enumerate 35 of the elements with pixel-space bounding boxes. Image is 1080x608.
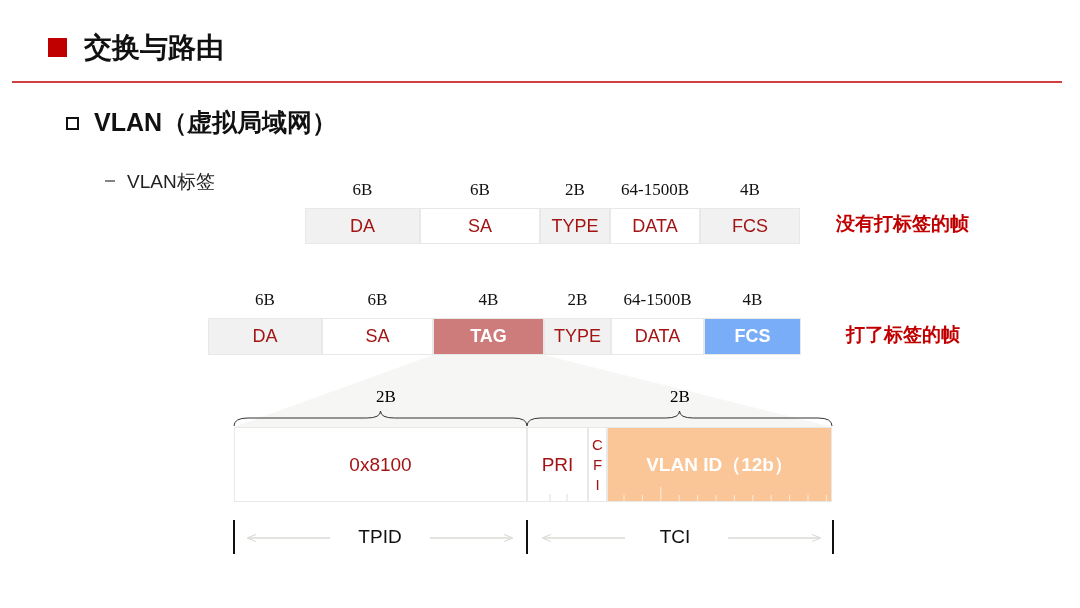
slide-title: 交换与路由 — [84, 31, 224, 65]
field-cell: FCS — [700, 208, 800, 244]
field-cell: DATA — [610, 208, 700, 244]
byte-size-label: 64-1500B — [622, 290, 693, 310]
field-cell: DA — [305, 208, 420, 244]
tag-cell: TAG — [433, 318, 544, 355]
dimension-label: 2B — [375, 387, 397, 407]
field-cell: DATA — [611, 318, 704, 355]
fcs-cell: FCS — [704, 318, 801, 355]
byte-size-label: 4B — [477, 290, 500, 310]
vlan-id-cell: VLAN ID（12b） — [607, 427, 832, 502]
byte-size-label: 4B — [739, 180, 761, 200]
field-cell: TYPE — [544, 318, 611, 355]
field-cell: SA — [420, 208, 540, 244]
dimension-label: TPID — [357, 526, 403, 548]
field-cell: SA — [322, 318, 433, 355]
byte-size-label: 2B — [566, 290, 589, 310]
frame-caption: 打了标签的帧 — [846, 323, 960, 347]
byte-size-label: 4B — [741, 290, 764, 310]
byte-size-label: 6B — [254, 290, 276, 310]
section-heading: VLAN（虚拟局域网） — [94, 107, 338, 138]
byte-size-label: 6B — [469, 180, 491, 200]
byte-size-label: 6B — [351, 180, 374, 200]
dimension-label: 2B — [669, 387, 691, 407]
frame-caption: 没有打标签的帧 — [836, 212, 969, 236]
byte-size-label: 64-1500B — [620, 180, 690, 200]
field-cell: CFI — [588, 427, 607, 502]
bullet-text: VLAN标签 — [127, 170, 215, 194]
field-cell: PRI — [527, 427, 588, 502]
field-cell: DA — [208, 318, 322, 355]
field-cell: TYPE — [540, 208, 610, 244]
dimension-label: TCI — [658, 526, 692, 548]
byte-size-label: 6B — [366, 290, 389, 310]
field-cell: 0x8100 — [234, 427, 527, 502]
byte-size-label: 2B — [564, 180, 586, 200]
